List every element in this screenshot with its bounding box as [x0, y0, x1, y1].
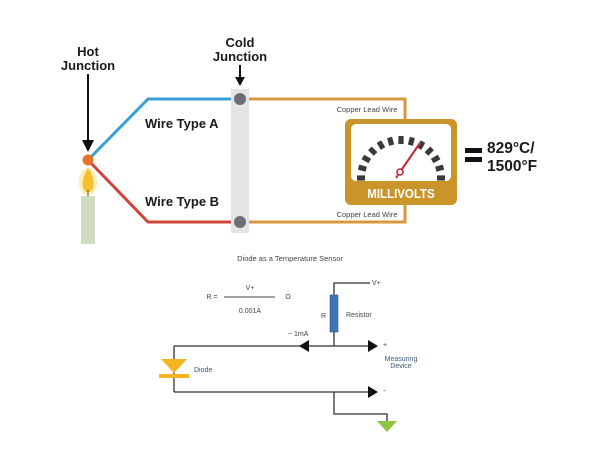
minus-terminal-arrow-icon — [368, 386, 378, 398]
formula-numerator: V+ — [246, 285, 255, 292]
gauge-tick — [430, 154, 441, 164]
current-label: ~ 1mA — [288, 331, 309, 338]
plus-terminal-label: + — [383, 342, 387, 349]
copper-lead-wire-top — [249, 97, 407, 119]
copper-lead-wire-bottom-label: Copper Lead Wire — [337, 210, 398, 219]
diode-sensor-diagram: Diode as a Temperature Sensor R = V+ 0.0… — [159, 254, 417, 432]
gauge-tick — [376, 140, 386, 150]
measuring-device-label-line1: Measuring — [385, 356, 418, 363]
millivolts-label: MILLIVOLTS — [367, 186, 434, 201]
diode-label: Diode — [194, 367, 212, 374]
wire-type-b-label: Wire Type B — [145, 194, 219, 209]
copper-lead-wire-bottom — [249, 205, 407, 224]
v-plus-label: V+ — [372, 280, 381, 287]
gauge-tick — [368, 146, 378, 156]
hot-junction-point — [82, 154, 94, 166]
gauge-tick — [357, 175, 365, 181]
ground-icon — [377, 421, 397, 432]
equals-sign-icon — [465, 148, 482, 162]
gauge-needle-icon — [395, 142, 421, 179]
resistor-label: Resistor — [346, 312, 372, 319]
ground-wire — [333, 392, 388, 421]
formula-unit: Ω — [285, 292, 291, 301]
copper-lead-wire-top-label: Copper Lead Wire — [337, 105, 398, 114]
cold-junction-label-line1: Cold — [226, 35, 255, 50]
wire-type-a-label: Wire Type A — [145, 116, 219, 131]
formula-denominator: 0.001A — [239, 308, 262, 315]
hot-junction-label-line1: Hot — [77, 44, 99, 59]
gauge-tick — [437, 175, 445, 181]
gauge-tick — [357, 164, 367, 172]
resistor-icon — [329, 294, 339, 333]
gauge-tick — [435, 164, 445, 172]
terminal-top — [234, 93, 246, 105]
diode-icon — [159, 359, 189, 378]
cold-junction-terminal-block — [231, 89, 249, 233]
cold-junction-arrow-icon — [235, 65, 245, 86]
gauge-tick — [407, 136, 415, 146]
supply-wire — [333, 282, 370, 295]
plus-terminal-arrow-icon — [368, 340, 378, 352]
millivolt-meter: MILLIVOLTS — [345, 119, 457, 205]
gauge-tick — [387, 136, 395, 146]
diode-diagram-title: Diode as a Temperature Sensor — [237, 254, 343, 263]
reading-fahrenheit: 1500°F — [487, 158, 537, 175]
gauge-ticks — [357, 136, 445, 181]
formula-lhs: R = — [206, 294, 217, 301]
wire-type-a — [86, 97, 240, 162]
hot-junction-label-line2: Junction — [61, 58, 115, 73]
hot-junction-arrow-icon — [82, 74, 94, 152]
gauge-tick — [398, 136, 404, 144]
gauge-tick — [424, 146, 434, 156]
resistor-symbol: R — [321, 313, 326, 320]
measuring-device-label-line2: Device — [390, 363, 412, 370]
thermocouple-diagram: Hot Junction Cold Junction Wire Type A W… — [61, 35, 537, 244]
minus-terminal-label: - — [383, 386, 386, 395]
current-arrow-left-icon — [299, 340, 309, 352]
gauge-tick — [416, 140, 426, 150]
terminal-bottom — [234, 216, 246, 228]
reading-celsius: 829°C/ — [487, 140, 535, 157]
cold-junction-label-line2: Junction — [213, 49, 267, 64]
gauge-tick — [361, 154, 372, 164]
wire-type-b — [86, 158, 240, 224]
candle-icon — [79, 168, 97, 244]
